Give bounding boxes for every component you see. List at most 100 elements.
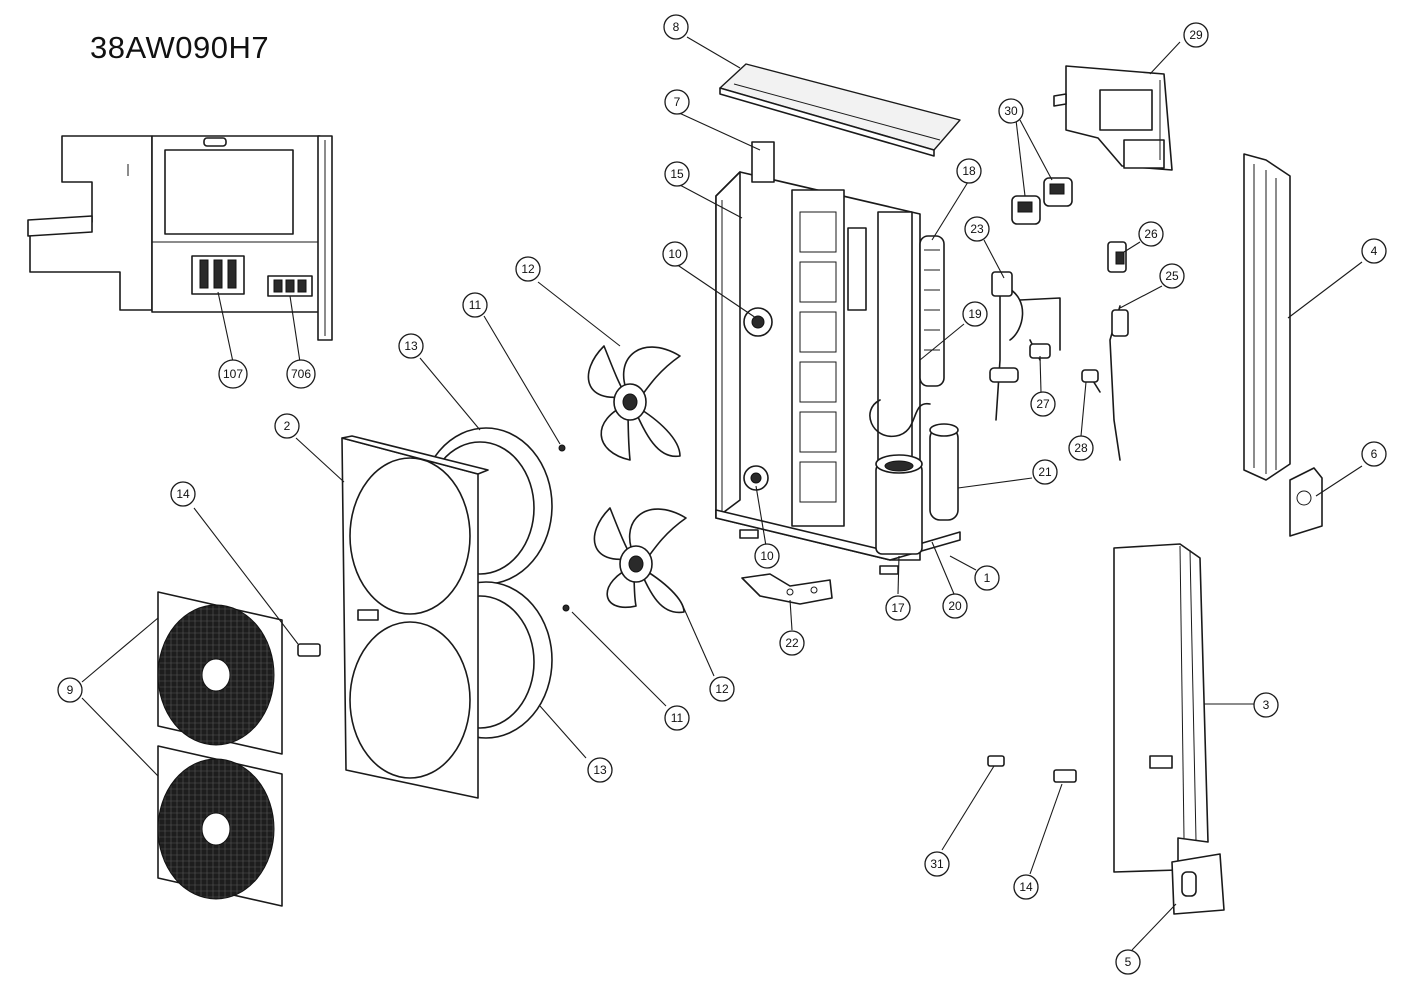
electric-box-cover — [1053, 65, 1173, 171]
fan-blade-upper — [587, 345, 681, 461]
callout-number: 11 — [469, 298, 482, 312]
callout-number: 14 — [1019, 880, 1033, 894]
callout-10: 10 — [754, 543, 780, 569]
callout-5: 5 — [1115, 949, 1141, 975]
callout-circle — [1159, 263, 1185, 289]
callout-circle — [662, 241, 688, 267]
callout-circle — [398, 333, 424, 359]
callout-circle — [462, 292, 488, 318]
callout-number: 18 — [962, 164, 976, 178]
callout-7: 7 — [664, 89, 690, 115]
callout-number: 27 — [1036, 397, 1050, 411]
callout-14: 14 — [170, 481, 196, 507]
callout-number: 22 — [785, 636, 799, 650]
callout-number: 20 — [948, 599, 962, 613]
callout-circle — [1361, 238, 1387, 264]
terminal-block-706 — [267, 275, 313, 297]
callout-circle — [218, 359, 248, 389]
callout-1: 1 — [974, 565, 1000, 591]
callout-circle — [1032, 459, 1058, 485]
compressor — [875, 454, 923, 555]
callout-circle — [1183, 22, 1209, 48]
callout-number: 5 — [1125, 955, 1132, 969]
callout-15: 15 — [664, 161, 690, 187]
callout-circle — [964, 216, 990, 242]
callout-number: 21 — [1038, 465, 1052, 479]
callout-circle — [942, 593, 968, 619]
callout-18: 18 — [956, 158, 982, 184]
callout-circle — [1115, 949, 1141, 975]
callout-circle — [779, 630, 805, 656]
callout-number: 12 — [521, 262, 535, 276]
callout-number: 17 — [891, 601, 905, 615]
callout-circle — [962, 301, 988, 327]
callout-circle — [663, 14, 689, 40]
fan-blade-lower — [593, 507, 687, 614]
callout-circle — [664, 161, 690, 187]
reactor-coil — [919, 235, 945, 387]
callout-12: 12 — [709, 676, 735, 702]
accumulator — [929, 423, 959, 521]
corner-cover — [1171, 853, 1225, 915]
callout-14: 14 — [1013, 874, 1039, 900]
front-panel — [341, 435, 489, 799]
callout-number: 6 — [1371, 447, 1378, 461]
callout-22: 22 — [779, 630, 805, 656]
callout-number: 11 — [671, 711, 684, 725]
callout-21: 21 — [1032, 459, 1058, 485]
callout-number: 706 — [291, 367, 311, 381]
callout-27: 27 — [1030, 391, 1056, 417]
callout-number: 3 — [1263, 698, 1270, 712]
callout-number: 30 — [1004, 104, 1018, 118]
callout-number: 12 — [715, 682, 729, 696]
callout-circle — [664, 705, 690, 731]
leader-lines — [81, 36, 1363, 951]
nut-lower — [562, 604, 570, 612]
right-side-panel — [1243, 153, 1291, 481]
callout-11: 11 — [664, 705, 690, 731]
callout-circle — [974, 565, 1000, 591]
callout-10: 10 — [662, 241, 688, 267]
callout-4: 4 — [1361, 238, 1387, 264]
front-right-panel — [1113, 543, 1209, 873]
callout-number: 29 — [1189, 28, 1203, 42]
callout-2: 2 — [274, 413, 300, 439]
nut-upper — [558, 444, 566, 452]
callout-8: 8 — [663, 14, 689, 40]
callout-circle — [587, 757, 613, 783]
callout-number: 1 — [984, 571, 991, 585]
callout-6: 6 — [1361, 441, 1387, 467]
callout-circle — [1361, 441, 1387, 467]
callout-number: 10 — [668, 247, 682, 261]
callout-number: 10 — [760, 549, 774, 563]
callout-circle — [956, 158, 982, 184]
callout-circle — [57, 677, 83, 703]
callout-3: 3 — [1253, 692, 1279, 718]
callout-number: 26 — [1144, 227, 1158, 241]
callout-number: 13 — [593, 763, 607, 777]
callout-number: 28 — [1074, 441, 1088, 455]
callout-circle — [274, 413, 300, 439]
callout-28: 28 — [1068, 435, 1094, 461]
fan-motor-lower — [743, 465, 769, 491]
callout-number: 4 — [1371, 244, 1378, 258]
callout-number: 107 — [223, 367, 243, 381]
callout-circle — [1030, 391, 1056, 417]
solenoid-coils — [1011, 177, 1073, 225]
piping-and-valves — [989, 241, 1129, 461]
base-bracket — [741, 573, 833, 605]
callout-number: 7 — [674, 95, 681, 109]
clip-right — [1053, 769, 1077, 783]
callout-17: 17 — [885, 595, 911, 621]
fan-grille-upper — [157, 591, 283, 755]
callout-circle — [998, 98, 1024, 124]
callout-13: 13 — [398, 333, 424, 359]
callout-23: 23 — [964, 216, 990, 242]
callout-20: 20 — [942, 593, 968, 619]
callout-107: 107 — [218, 359, 248, 389]
callout-number: 9 — [67, 683, 74, 697]
callout-25: 25 — [1159, 263, 1185, 289]
small-clip — [987, 755, 1005, 767]
callout-circle — [286, 359, 316, 389]
